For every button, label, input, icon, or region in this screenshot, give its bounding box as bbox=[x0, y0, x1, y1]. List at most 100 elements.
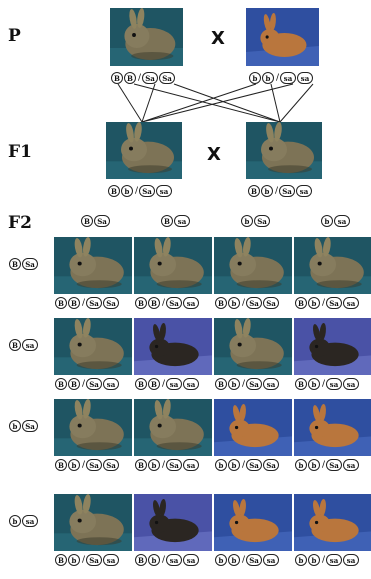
f2-offspring-photo bbox=[54, 237, 132, 294]
allele-circle: Sa bbox=[94, 215, 110, 227]
allele-circle: Sa bbox=[103, 297, 120, 309]
f2-offspring-photo bbox=[214, 237, 292, 294]
allele-circle: sa bbox=[166, 554, 183, 566]
allele-circle: B bbox=[108, 185, 120, 197]
allele-circle: B bbox=[215, 378, 227, 390]
f1-cross-symbol: X bbox=[207, 144, 221, 165]
genotype-slash: / bbox=[82, 555, 86, 565]
genotype-slash: / bbox=[322, 460, 326, 470]
f2-offspring-photo bbox=[294, 237, 371, 294]
allele-circle: sa bbox=[343, 554, 360, 566]
allele-circle: b bbox=[261, 185, 273, 197]
f2-offspring-photo bbox=[134, 494, 212, 551]
allele-circle: B bbox=[9, 339, 21, 351]
f2-offspring-photo bbox=[54, 494, 132, 551]
f2-offspring-photo bbox=[214, 494, 292, 551]
p-cross-symbol: X bbox=[211, 28, 225, 49]
allele-circle: B bbox=[55, 459, 67, 471]
allele-circle: b bbox=[308, 378, 320, 390]
genotype-slash: / bbox=[135, 186, 139, 196]
genotype-slash: / bbox=[322, 379, 326, 389]
f2-offspring-photo bbox=[54, 399, 132, 456]
allele-circle: Sa bbox=[159, 72, 176, 84]
allele-circle: B bbox=[55, 378, 67, 390]
inheritance-line bbox=[173, 83, 281, 123]
genotype-slash: / bbox=[275, 186, 279, 196]
inheritance-line bbox=[279, 83, 314, 123]
inheritance-line bbox=[141, 83, 294, 123]
allele-circle: Sa bbox=[246, 459, 263, 471]
allele-circle: B bbox=[111, 72, 123, 84]
allele-circle: sa bbox=[296, 185, 313, 197]
allele-circle: b bbox=[215, 554, 227, 566]
allele-circle: Sa bbox=[326, 297, 343, 309]
genotype-slash: / bbox=[82, 379, 86, 389]
allele-circle: sa bbox=[103, 554, 120, 566]
allele-circle: Sa bbox=[246, 378, 263, 390]
genotype-slash: / bbox=[162, 555, 166, 565]
allele-circle: sa bbox=[280, 72, 297, 84]
allele-circle: sa bbox=[343, 459, 360, 471]
allele-circle: Sa bbox=[279, 185, 296, 197]
allele-circle: b bbox=[308, 459, 320, 471]
allele-circle: b bbox=[68, 554, 80, 566]
allele-circle: B bbox=[248, 185, 260, 197]
genotype-slash: / bbox=[322, 555, 326, 565]
allele-circle: B bbox=[81, 215, 93, 227]
allele-circle: b bbox=[148, 554, 160, 566]
f2-offspring-photo bbox=[54, 318, 132, 375]
allele-circle: B bbox=[135, 459, 147, 471]
inheritance-line bbox=[117, 83, 143, 123]
allele-circle: Sa bbox=[246, 297, 263, 309]
allele-circle: b bbox=[228, 297, 240, 309]
allele-circle: Sa bbox=[86, 554, 103, 566]
allele-circle: b bbox=[215, 459, 227, 471]
allele-circle: Sa bbox=[326, 459, 343, 471]
p-right-rabbit-photo bbox=[246, 8, 319, 66]
genotype-slash: / bbox=[162, 298, 166, 308]
allele-circle: b bbox=[308, 297, 320, 309]
allele-circle: Sa bbox=[166, 459, 183, 471]
f2-offspring-photo bbox=[294, 318, 371, 375]
allele-circle: b bbox=[262, 72, 274, 84]
allele-circle: sa bbox=[22, 515, 38, 527]
allele-circle: B bbox=[55, 297, 67, 309]
f2-label: F2 bbox=[8, 213, 32, 233]
allele-circle: b bbox=[228, 554, 240, 566]
inheritance-line bbox=[141, 83, 156, 123]
allele-circle: Sa bbox=[166, 297, 183, 309]
genotype-slash: / bbox=[162, 460, 166, 470]
f2-offspring-photo bbox=[134, 318, 212, 375]
allele-circle: sa bbox=[343, 378, 360, 390]
allele-circle: sa bbox=[166, 378, 183, 390]
allele-circle: Sa bbox=[254, 215, 270, 227]
f1-left-rabbit-photo bbox=[106, 122, 182, 179]
allele-circle: B bbox=[68, 297, 80, 309]
allele-circle: B bbox=[55, 554, 67, 566]
f2-offspring-photo bbox=[134, 399, 212, 456]
allele-circle: sa bbox=[183, 297, 200, 309]
inheritance-line bbox=[141, 83, 257, 123]
allele-circle: b bbox=[228, 459, 240, 471]
allele-circle: b bbox=[308, 554, 320, 566]
p-left-rabbit-photo bbox=[110, 8, 183, 66]
p-label: P bbox=[8, 26, 21, 46]
allele-circle: b bbox=[295, 459, 307, 471]
allele-circle: sa bbox=[297, 72, 314, 84]
